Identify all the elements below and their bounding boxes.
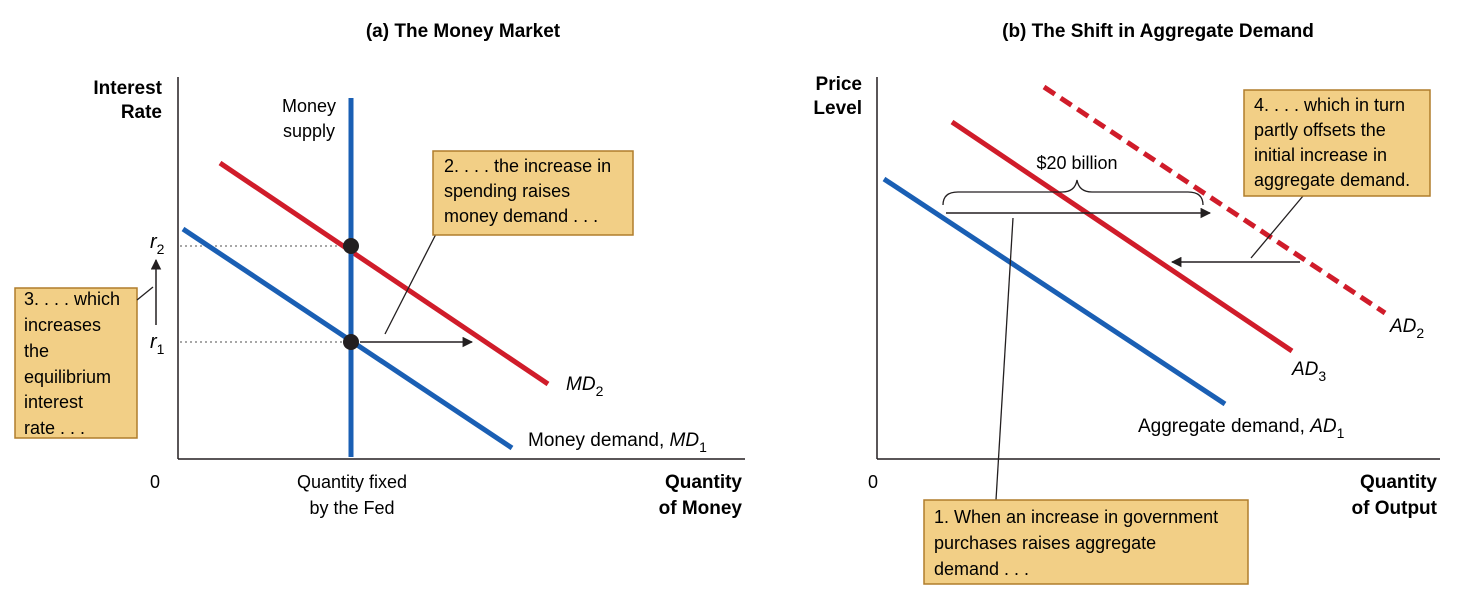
callout-1: 1. When an increase in government purcha… [923,499,1249,585]
callout-4-leader [1250,195,1304,259]
callout-3-line1: 3. . . . which [24,289,120,309]
panel-a-title: (a) The Money Market [366,21,561,42]
callout-4-line4: aggregate demand. [1254,170,1410,190]
callout-4: 4. . . . which in turn partly offsets th… [1243,89,1431,197]
md2-curve [218,160,550,387]
callout-4-line2: partly offsets the [1254,120,1386,140]
money-supply-label-line2: supply [283,121,335,141]
callout-3-line2: increases [24,315,101,335]
panel-b-x-label-line1: Quantity [1360,472,1437,493]
callout-2: 2. . . . the increase in spending raises… [432,150,634,236]
callout-3-line3: the [24,341,49,361]
ad1-label: Aggregate demand, AD1 [1138,416,1345,441]
ad1-curve [882,176,1227,407]
r2-label: r2 [150,231,165,257]
panel-a-x-tick-line2: by the Fed [309,498,394,518]
panel-a-y-label-line1: Interest [93,78,162,99]
equilibrium-point-r1 [343,334,359,350]
callout-1-line1: 1. When an increase in government [934,507,1218,527]
panel-a-x-tick-line1: Quantity fixed [297,472,407,492]
panel-a-origin: 0 [150,472,160,492]
ad3-label: AD3 [1291,359,1326,384]
panel-a-x-label-line1: Quantity [665,472,742,493]
shift-amount-label: $20 billion [1036,153,1117,173]
ad2-label: AD2 [1389,316,1424,341]
callout-3-line6: rate . . . [24,418,85,438]
callout-3-line4: equilibrium [24,367,111,387]
callout-2-line2: spending raises [444,181,570,201]
callout-1-leader [995,217,1014,501]
callout-3-line5: interest [24,392,83,412]
panel-b-title: (b) The Shift in Aggregate Demand [1002,21,1314,42]
callout-2-line3: money demand . . . [444,206,598,226]
callout-3-leader [136,286,154,301]
callout-2-leader [384,233,437,335]
callout-4-line1: 4. . . . which in turn [1254,95,1405,115]
callout-3: 3. . . . which increases the equilibrium… [14,287,138,439]
panel-b-origin: 0 [868,472,878,492]
panel-a-y-label-line2: Rate [121,102,162,123]
shift-brace [942,179,1204,206]
ad3-curve [950,119,1294,354]
callout-1-line3: demand . . . [934,559,1029,579]
money-supply-label-line1: Money [282,96,336,116]
equilibrium-point-r2 [343,238,359,254]
r1-label: r1 [150,331,165,357]
md1-label: Money demand, MD1 [528,430,707,455]
panel-b-x-label-line2: of Output [1352,498,1438,519]
callout-2-line1: 2. . . . the increase in [444,156,611,176]
panel-b-y-label-line2: Level [813,98,862,119]
callout-1-line2: purchases raises aggregate [934,533,1156,553]
ad2-curve [1042,84,1387,316]
md2-label: MD2 [566,374,604,399]
panel-b-y-label-line1: Price [816,74,862,95]
callout-4-line3: initial increase in [1254,145,1387,165]
panel-a-x-label-line2: of Money [659,498,743,519]
